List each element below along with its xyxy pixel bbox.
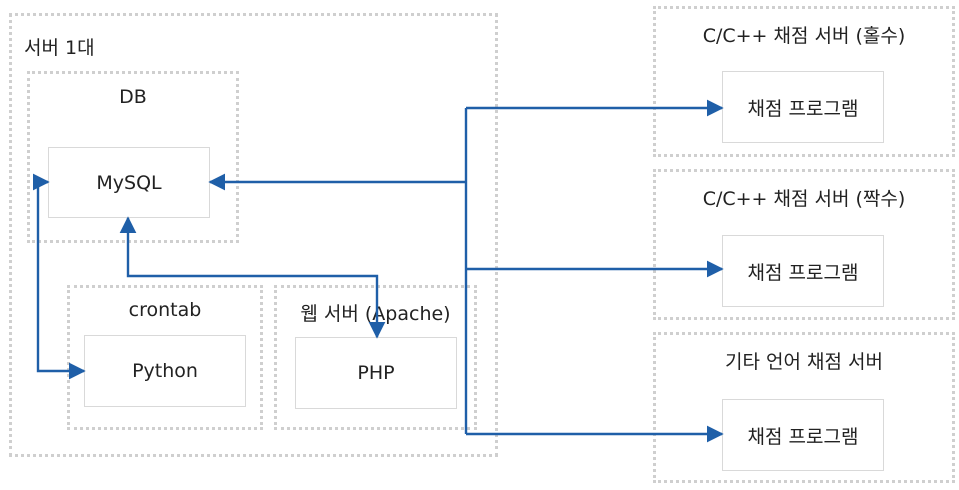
grader-odd-program-box: 채점 프로그램 xyxy=(722,71,884,143)
grader-odd-program-label: 채점 프로그램 xyxy=(747,97,859,120)
grader-even-group xyxy=(653,169,955,320)
grader-odd-group xyxy=(653,6,955,157)
server-group-title: 서버 1대 xyxy=(24,37,95,59)
grader-other-program-label: 채점 프로그램 xyxy=(747,425,859,448)
grader-even-program-label: 채점 프로그램 xyxy=(747,261,859,284)
mysql-label: MySQL xyxy=(96,171,162,194)
db-group-title: DB xyxy=(119,86,147,108)
php-label: PHP xyxy=(357,362,395,384)
php-box: PHP xyxy=(295,337,457,409)
server-group xyxy=(9,13,498,457)
grader-odd-title: C/C++ 채점 서버 (홀수) xyxy=(702,25,906,47)
grader-other-title: 기타 언어 채점 서버 xyxy=(725,351,883,373)
grader-even-program-box: 채점 프로그램 xyxy=(722,235,884,307)
grader-other-group xyxy=(653,332,955,483)
mysql-php-link xyxy=(119,216,386,339)
mysql-python-link xyxy=(32,173,86,380)
python-label: Python xyxy=(132,360,198,382)
grader-other-program-box: 채점 프로그램 xyxy=(722,399,884,471)
grader-even-title: C/C++ 채점 서버 (짝수) xyxy=(702,188,906,210)
